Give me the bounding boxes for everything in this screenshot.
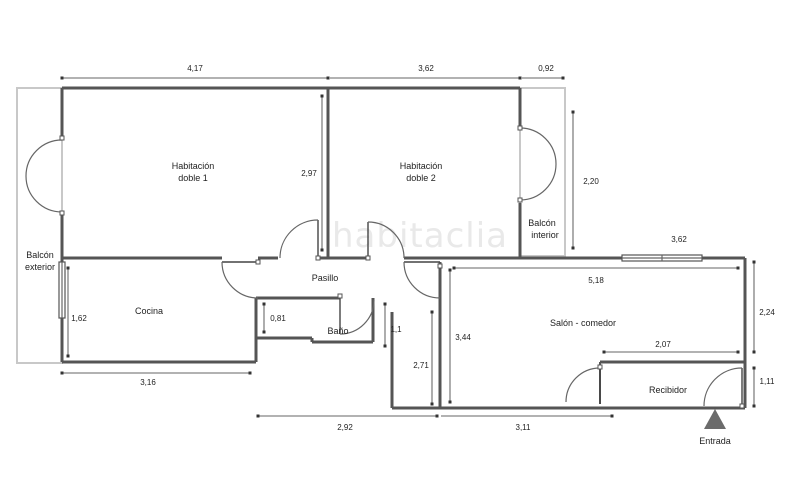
entrance-marker-icon [704, 409, 726, 429]
dim-cocina-width: 3,16 [140, 378, 156, 387]
room-label-habitacion-2-sub: doble 2 [406, 173, 436, 183]
dim-salon-height: 3,44 [455, 333, 471, 342]
dim-bano-height: 1,1 [390, 325, 402, 334]
entrance-label: Entrada [699, 436, 731, 446]
doors [25, 125, 745, 409]
room-label-balcon-interior-sub: interior [531, 230, 559, 240]
dim-recibidor-width: 2,07 [655, 340, 671, 349]
dim-balcon-int-height: 2,20 [583, 177, 599, 186]
balcony-exterior-outline [16, 87, 63, 364]
room-label-habitacion-1: Habitación [172, 161, 215, 171]
dim-cocina-height: 1,62 [71, 314, 87, 323]
balcony-interior-outline [519, 87, 566, 257]
dim-bottom-right: 3,11 [516, 423, 532, 432]
dim-bano-depth: 2,71 [413, 361, 429, 370]
room-label-pasillo: Pasillo [312, 273, 339, 283]
room-label-balcon-exterior-sub: exterior [25, 262, 55, 272]
dim-salon-window: 3,62 [671, 235, 687, 244]
room-label-salon: Salón - comedor [550, 318, 616, 328]
dimension-lines [60, 76, 756, 418]
room-label-habitacion-1-sub: doble 1 [178, 173, 208, 183]
room-label-bano: Baño [327, 326, 348, 336]
room-label-recibidor: Recibidor [649, 385, 687, 395]
dim-pasillo-step: 0,81 [270, 314, 286, 323]
room-label-balcon-interior: Balcón [528, 218, 556, 228]
dim-salon-right-height: 2,24 [759, 308, 775, 317]
room-label-cocina: Cocina [135, 306, 163, 316]
dim-recibidor-height: 1,11 [760, 377, 776, 386]
dim-top-hab2: 3,62 [418, 64, 434, 73]
room-label-balcon-exterior: Balcón [26, 250, 54, 260]
dim-bottom-left: 2,92 [337, 423, 353, 432]
dim-salon-width: 5,18 [588, 276, 604, 285]
dim-top-balcon: 0,92 [538, 64, 554, 73]
dim-hab1-height: 2,97 [301, 169, 317, 178]
room-label-habitacion-2: Habitación [400, 161, 443, 171]
watermark: habitaclia [332, 216, 508, 256]
dim-top-hab1: 4,17 [187, 64, 203, 73]
